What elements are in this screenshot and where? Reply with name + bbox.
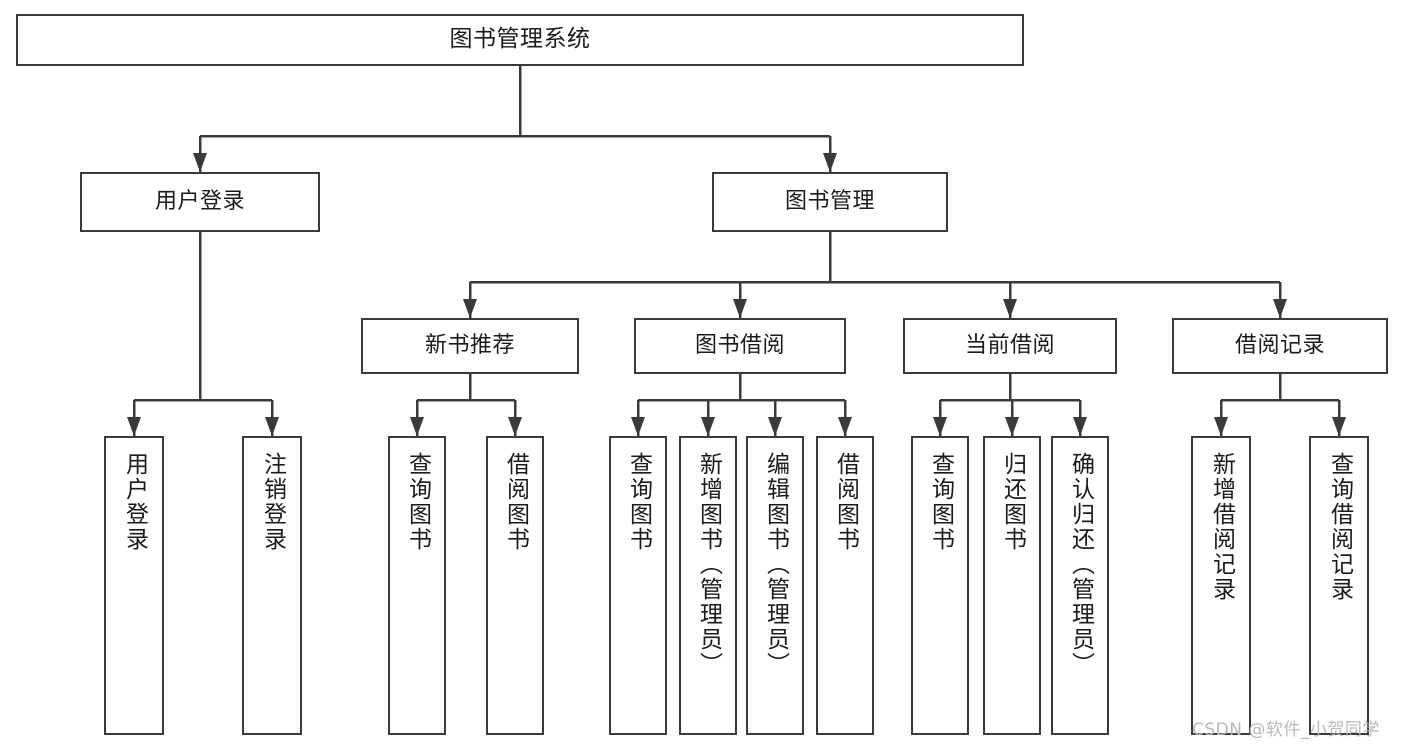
- leaf-query-book-2[interactable]: 查询图书: [609, 436, 667, 735]
- node-label: 图书管理系统: [449, 26, 591, 53]
- node-label: 查询图书: [404, 452, 431, 552]
- watermark: CSDN @软件_小贺同学: [1192, 720, 1380, 740]
- node-label: 借阅图书: [832, 452, 859, 552]
- node-label: 当前借阅: [964, 332, 1055, 358]
- leaf-query-book-3[interactable]: 查询图书: [911, 436, 969, 735]
- leaf-borrow-book-2[interactable]: 借阅图书: [816, 436, 874, 735]
- node-root[interactable]: 图书管理系统: [16, 14, 1024, 66]
- leaf-return-book[interactable]: 归还图书: [983, 436, 1041, 735]
- node-label: 查询图书: [927, 452, 954, 552]
- leaf-user-login[interactable]: 用户登录: [104, 436, 164, 735]
- node-book-borrow[interactable]: 图书借阅: [634, 318, 846, 374]
- node-new-book-recommend[interactable]: 新书推荐: [361, 318, 579, 374]
- node-label: 确认归还（管理员）: [1067, 452, 1094, 677]
- node-label: 新增图书（管理员）: [695, 452, 722, 677]
- node-label: 借阅图书: [502, 452, 529, 552]
- leaf-confirm-return[interactable]: 确认归还（管理员）: [1051, 436, 1109, 735]
- node-label: 注销登录: [259, 452, 286, 552]
- node-label: 编辑图书（管理员）: [762, 452, 789, 677]
- leaf-query-book-1[interactable]: 查询图书: [388, 436, 446, 735]
- node-label: 图书借阅: [694, 332, 785, 358]
- leaf-edit-book[interactable]: 编辑图书（管理员）: [746, 436, 804, 735]
- node-label: 用户登录: [121, 452, 148, 552]
- node-label: 图书管理: [784, 188, 875, 214]
- node-label: 借阅记录: [1234, 332, 1325, 358]
- node-label: 查询借阅记录: [1326, 452, 1353, 602]
- leaf-add-borrow-record[interactable]: 新增借阅记录: [1191, 436, 1251, 735]
- leaf-add-book[interactable]: 新增图书（管理员）: [679, 436, 737, 735]
- leaf-borrow-book-1[interactable]: 借阅图书: [486, 436, 544, 735]
- leaf-query-borrow-record[interactable]: 查询借阅记录: [1309, 436, 1369, 735]
- node-label: 新增借阅记录: [1208, 452, 1235, 602]
- node-borrow-record[interactable]: 借阅记录: [1172, 318, 1388, 374]
- node-book-admin[interactable]: 图书管理: [712, 172, 948, 232]
- node-current-borrow[interactable]: 当前借阅: [903, 318, 1117, 374]
- node-user-login[interactable]: 用户登录: [80, 172, 320, 232]
- node-label: 查询图书: [625, 452, 652, 552]
- node-label: 归还图书: [999, 452, 1026, 552]
- leaf-logout[interactable]: 注销登录: [242, 436, 302, 735]
- node-label: 新书推荐: [424, 332, 515, 358]
- node-label: 用户登录: [154, 188, 245, 214]
